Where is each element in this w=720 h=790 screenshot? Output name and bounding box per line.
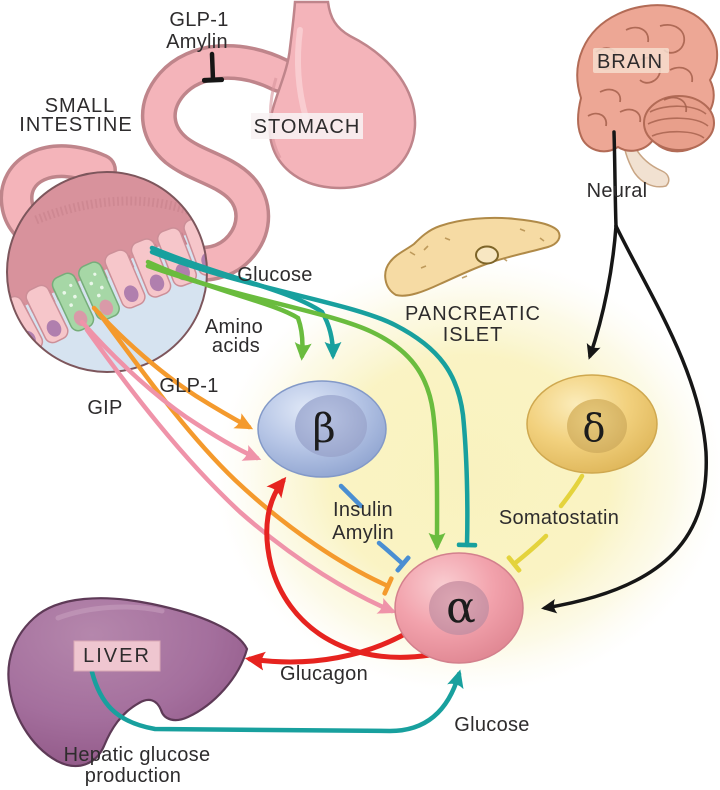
brain-illustration [576,4,719,188]
delta-cell: δ [526,374,658,474]
signal-arrows [79,51,708,734]
label-insulin-amylin-line2: Amylin [332,522,394,544]
label-small-intestine-line2: INTESTINE [19,114,132,136]
label-hepatic-production-line2: production [85,765,181,787]
liver-body [7,597,249,767]
pancreas-body [384,216,561,297]
beta-cell: β [257,380,387,478]
villus-cell-enteroendocrine [78,261,120,321]
label-glucagon: Glucagon [280,663,368,685]
arrow-neural-to-delta [586,224,618,360]
stomach-body [268,0,417,190]
delta-symbol: δ [583,406,606,450]
arrow-hepatic-glucose-to-alpha [89,669,464,734]
label-stomach: STOMACH [254,116,361,138]
label-glucose-hepatic: Glucose [454,714,529,736]
arrow-neural-to-alpha [541,224,708,614]
label-liver: LIVER [83,645,151,667]
diagram-labels: GLP-1 Amylin SMALL INTESTINE STOMACH BRA… [19,9,663,787]
villus-cell [104,249,146,309]
label-glp1-amylin-line1: GLP-1 [169,9,228,31]
label-glucose-gut: Glucose [237,264,312,286]
inhibitor-glp1-amylin-to-stomach [201,51,225,83]
label-amino-acids-line1: Amino [205,316,263,338]
label-insulin-amylin-line1: Insulin [333,499,393,521]
stomach-label-patch [251,113,363,139]
pancreas-speckles [409,228,545,279]
pancreas-illustration [384,216,561,297]
arrow-amino-acids-to-alpha [145,263,446,551]
arrow-glucagon-to-beta [264,476,433,660]
inhibitor-somatostatin-to-alpha [506,533,549,573]
label-glp1-amylin-line2: Amylin [166,31,228,53]
arrow-gip-to-alpha [84,327,397,614]
label-somatostatin: Somatostatin [499,507,619,529]
line-somatostatin-from-delta [558,473,585,509]
arrow-glp1-to-beta [91,305,254,430]
delta-cell-nucleus [567,399,627,453]
label-pancreatic-islet-line2: ISLET [443,324,504,346]
inhibitor-insulin-amylin-to-alpha [376,540,411,573]
label-gip: GIP [87,397,122,419]
alpha-symbol: α [446,582,476,633]
stomach-highlight [295,27,309,121]
brain-label-patch [593,48,669,73]
alpha-cell: α [394,552,524,664]
line-insulin-amylin-from-beta [338,483,364,509]
stomach-illustration [251,0,417,190]
alpha-cell-nucleus [429,581,489,635]
liver-label-box [73,640,161,672]
label-pancreatic-islet-line1: PANCREATIC [405,303,541,325]
label-neural: Neural [587,180,648,202]
label-amino-acids-line2: acids [212,335,260,357]
duodenum [144,47,295,279]
islet-in-pancreas [475,245,499,265]
label-small-intestine-line1: SMALL [45,95,116,117]
beta-cell-nucleus [295,395,367,457]
label-hepatic-production-line1: Hepatic glucose [64,744,211,766]
inhibitor-glp1-to-alpha [96,310,394,596]
beta-symbol: β [312,406,335,452]
arrow-glucose-to-beta [149,245,342,360]
line-neural-from-brain [612,130,618,228]
liver-highlight [55,604,165,621]
label-glp1: GLP-1 [159,375,218,397]
arrow-gip-to-beta [79,319,262,461]
villus-cell [25,284,69,344]
liver-illustration [7,597,249,767]
label-brain: BRAIN [597,51,663,73]
arrow-glucagon-to-liver [244,627,415,671]
cerebellum-striations [647,105,709,139]
inhibitor-glucose-to-alpha [149,249,478,548]
